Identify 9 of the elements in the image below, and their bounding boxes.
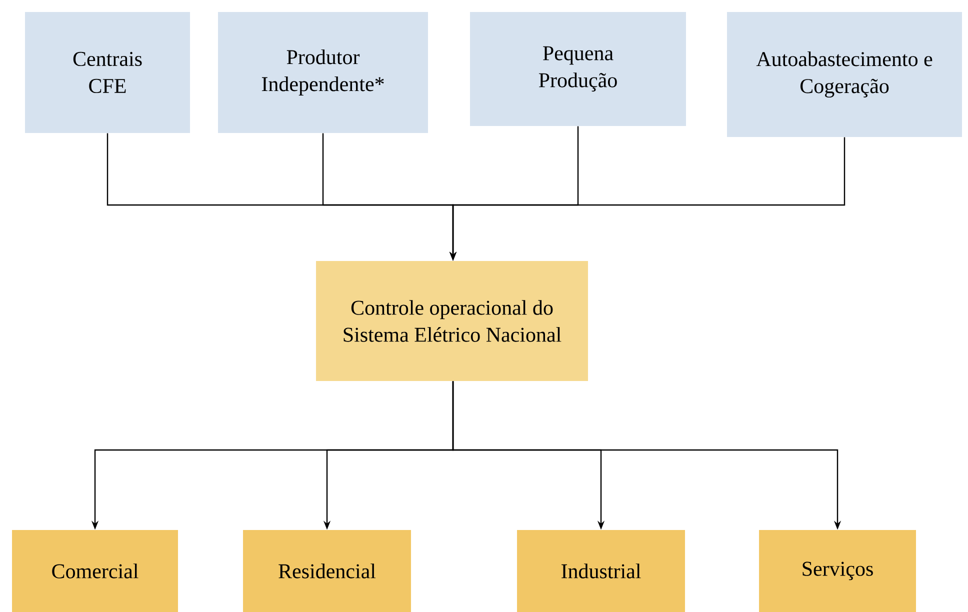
box: Residencial [243, 530, 411, 612]
box: Comercial [12, 530, 178, 612]
box: Serviços [759, 530, 916, 612]
box: Controle operacional do Sistema Elétrico Nacional [316, 261, 588, 381]
box: Centrais CFE [25, 12, 190, 133]
box: Industrial [517, 530, 685, 612]
box: Autoabastecimento e Cogeração [727, 12, 962, 137]
box: Produtor Independente* [218, 12, 428, 133]
box: Pequena Produção [470, 12, 686, 126]
